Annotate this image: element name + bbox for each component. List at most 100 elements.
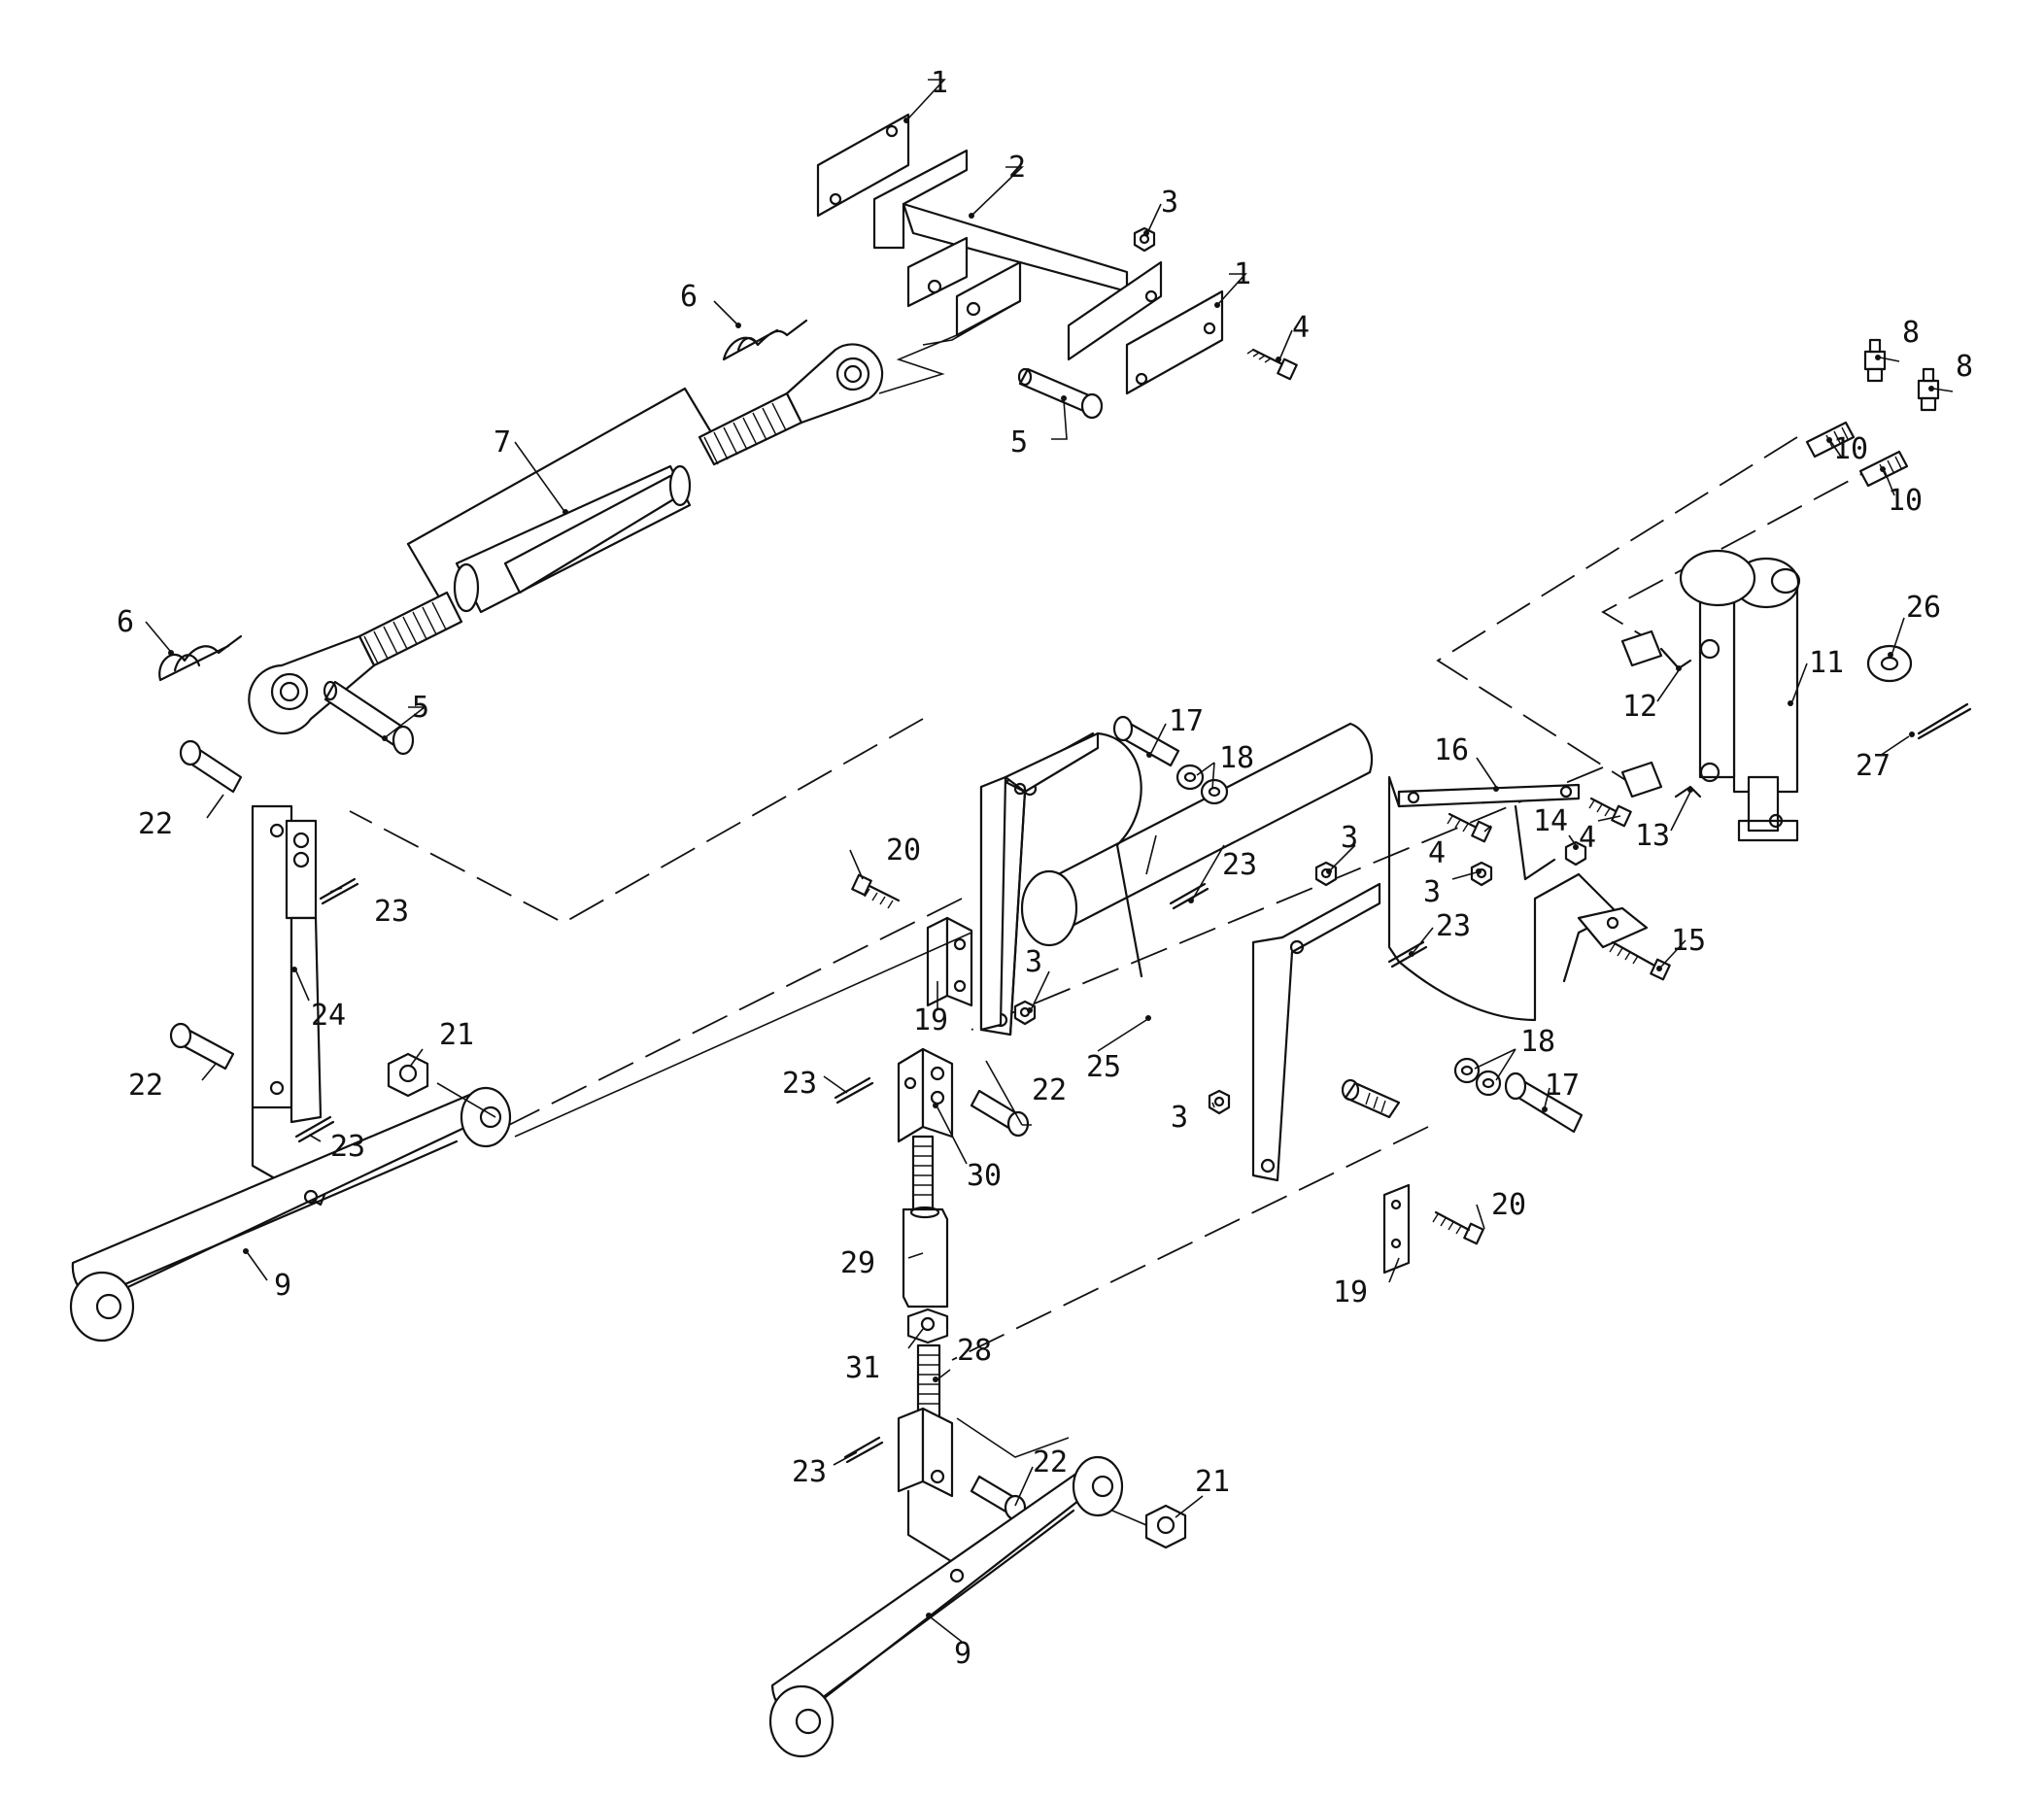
nut-21-left [387,1052,429,1098]
hydraulic-cylinder-11 [1679,549,1801,842]
pin-22-left-lower [169,1022,235,1071]
cotter-pin-23-e [834,1076,874,1105]
cotter-pin-27 [1917,702,1972,740]
callout-4: 4 [1292,311,1310,345]
callout-15: 15 [1671,924,1706,958]
callout-leaders [145,79,1954,1643]
callout-25: 25 [1086,1050,1121,1084]
nut-3-d [1470,861,1493,887]
pin-17-lower [1504,1071,1584,1134]
callout-23: 23 [782,1067,817,1101]
callout-30: 30 [967,1159,1002,1193]
bolt-4-mid-right [1588,797,1632,828]
bolt-4-top [1246,348,1298,381]
callout-23: 23 [330,1130,365,1164]
fitting-8-left [1863,338,1887,383]
washers-18-lower [1453,1057,1502,1097]
callout-8: 8 [1956,350,1973,384]
nut-3-c [1314,861,1338,887]
lower-link-arm-9-right [768,1455,1124,1758]
callout-23: 23 [792,1455,827,1489]
top-link-7 [248,343,884,735]
callout-11: 11 [1809,646,1844,680]
fitting-12 [1620,629,1692,670]
callout-3: 3 [1161,186,1178,220]
callout-5: 5 [412,691,429,725]
washer-26 [1866,644,1913,683]
cotter-pin-23-c [1169,882,1209,910]
callout-17: 17 [1545,1069,1580,1103]
cotter-pin-23-d [1387,940,1428,969]
pin-17-upper [1112,715,1180,767]
callout-3: 3 [1341,821,1358,855]
threaded-rod-upper [911,1135,935,1211]
callout-14: 14 [1533,804,1568,838]
callout-23: 23 [1222,848,1257,882]
callout-13: 13 [1635,819,1670,853]
callout-3: 3 [1025,945,1042,979]
callout-22: 22 [128,1069,163,1103]
callout-9: 9 [954,1637,971,1671]
callout-23: 23 [1436,909,1471,943]
plate-19-lower [1382,1183,1411,1275]
callout-6: 6 [117,605,134,639]
callout-21: 21 [439,1018,474,1052]
callout-19: 19 [1333,1275,1368,1309]
callout-labels: 1 1 2 3 3 3 3 3 4 4 4 5 5 6 6 7 8 8 9 9 … [117,66,1973,1671]
pin-22-left-upper [179,739,243,794]
callout-16: 16 [1434,733,1469,767]
clevis-30 [897,1047,954,1143]
bracket-16 [1387,775,1649,1022]
bolt-4-mid-left [1447,812,1492,843]
hanger-plate-left [979,731,1100,1032]
callout-23: 23 [374,895,409,929]
alignment-lines [349,436,1895,1361]
callout-1: 1 [931,66,948,100]
cotter-pin-23-b [294,1115,335,1143]
bolt-20-lower [1432,1210,1484,1245]
callout-31: 31 [845,1351,880,1385]
callout-22: 22 [1032,1073,1067,1107]
callout-18: 18 [1520,1025,1555,1059]
lower-link-arm-9-left [69,1086,512,1343]
clevis-lower [897,1407,973,1576]
callout-4: 4 [1428,836,1446,870]
callout-20: 20 [1491,1188,1526,1222]
callout-22: 22 [1033,1445,1068,1479]
callout-1: 1 [1234,257,1251,291]
callout-17: 17 [1169,704,1204,738]
nut-31 [906,1308,949,1344]
nut-3-top [1133,226,1156,253]
callout-21: 21 [1195,1465,1230,1499]
center-frame-25 [979,722,1381,1182]
callout-3: 3 [1171,1101,1188,1135]
callout-29: 29 [840,1246,875,1280]
frame-stud [1341,1078,1401,1119]
clip-6-upper [722,319,808,361]
plate-19-upper [926,916,973,1007]
callout-27: 27 [1856,749,1891,783]
callout-9: 9 [274,1269,291,1303]
callout-19: 19 [913,1003,948,1037]
callout-28: 28 [957,1334,992,1368]
callout-10: 10 [1888,484,1923,518]
pin-5-top [1017,367,1104,420]
callout-18: 18 [1219,741,1254,775]
callout-22: 22 [138,807,173,841]
callout-3: 3 [1423,875,1441,909]
plate-1-left [816,113,910,218]
callout-24: 24 [311,999,346,1033]
fitting-8-right [1917,367,1940,412]
callout-5: 5 [1010,425,1028,459]
coupler-29 [902,1206,949,1309]
callout-4: 4 [1579,821,1596,855]
cotter-pin-23-f [843,1436,884,1464]
fitting-13 [1620,761,1702,799]
callout-2: 2 [1008,151,1026,185]
clip-6-lower [158,634,243,682]
washers-18-upper [1175,764,1229,805]
callout-26: 26 [1906,591,1941,625]
callout-6: 6 [680,280,698,314]
lift-arm-24 [251,804,332,1207]
